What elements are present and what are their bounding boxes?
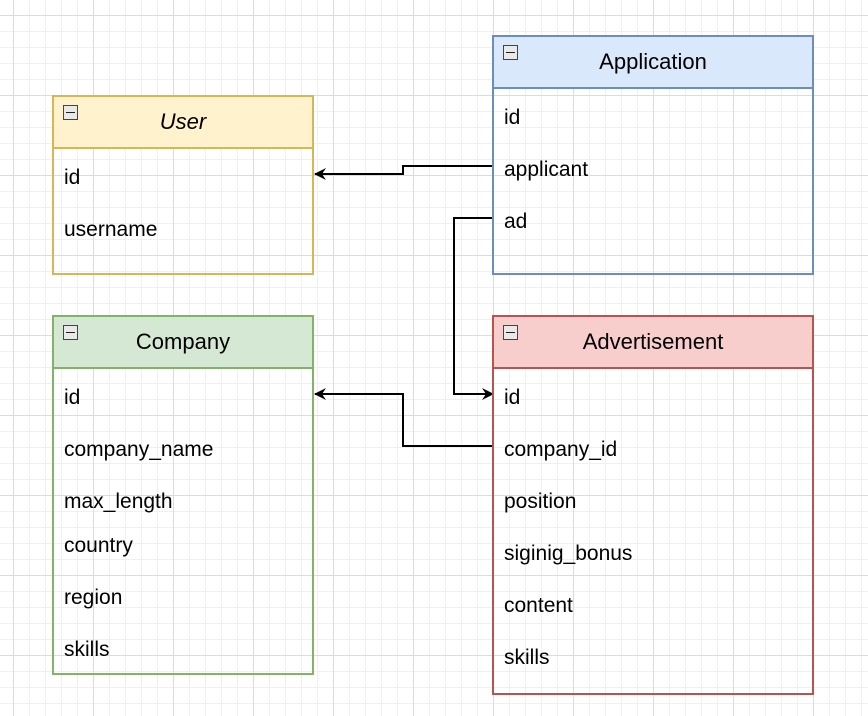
field-company-region[interactable]: region [64,586,123,609]
field-advertisement-position[interactable]: position [504,490,577,513]
collapse-icon[interactable] [503,45,518,60]
entity-application[interactable]: Application id applicant ad [492,35,814,275]
field-company-skills[interactable]: skills [64,638,110,661]
field-application-ad[interactable]: ad [504,210,528,233]
field-application-id[interactable]: id [504,106,521,129]
entity-application-header[interactable]: Application [494,37,812,89]
field-company-country[interactable]: country [64,534,133,557]
edge-company-id-to-company[interactable] [314,388,493,447]
edge-applicant-to-user[interactable] [314,165,493,180]
entity-application-title: Application [599,49,707,74]
entity-user-header[interactable]: User [54,97,312,149]
edge-ad-to-advertisement[interactable] [453,217,494,400]
field-advertisement-skills[interactable]: skills [504,646,550,669]
field-advertisement-id[interactable]: id [504,386,521,409]
field-company-name[interactable]: company_name [64,438,214,461]
field-company-max-length[interactable]: max_length [64,490,173,513]
entity-user[interactable]: User id username [52,95,314,275]
entity-advertisement[interactable]: Advertisement id company_id position sig… [492,315,814,695]
entity-company-title: Company [135,329,231,354]
field-user-username[interactable]: username [64,218,158,241]
collapse-icon[interactable] [63,105,78,120]
field-advertisement-signing-bonus[interactable]: siginig_bonus [504,542,633,565]
field-user-id[interactable]: id [64,166,81,189]
entity-advertisement-header[interactable]: Advertisement [494,317,812,369]
collapse-icon[interactable] [503,325,518,340]
entity-company[interactable]: Company id company_name max_length count… [52,315,314,675]
field-company-id[interactable]: id [64,386,81,409]
field-application-applicant[interactable]: applicant [504,158,589,181]
field-advertisement-content[interactable]: content [504,594,573,617]
collapse-icon[interactable] [63,325,78,340]
entity-company-header[interactable]: Company [54,317,312,369]
entity-advertisement-title: Advertisement [582,329,724,354]
entity-user-title: User [159,109,207,134]
field-advertisement-company-id[interactable]: company_id [504,438,618,461]
